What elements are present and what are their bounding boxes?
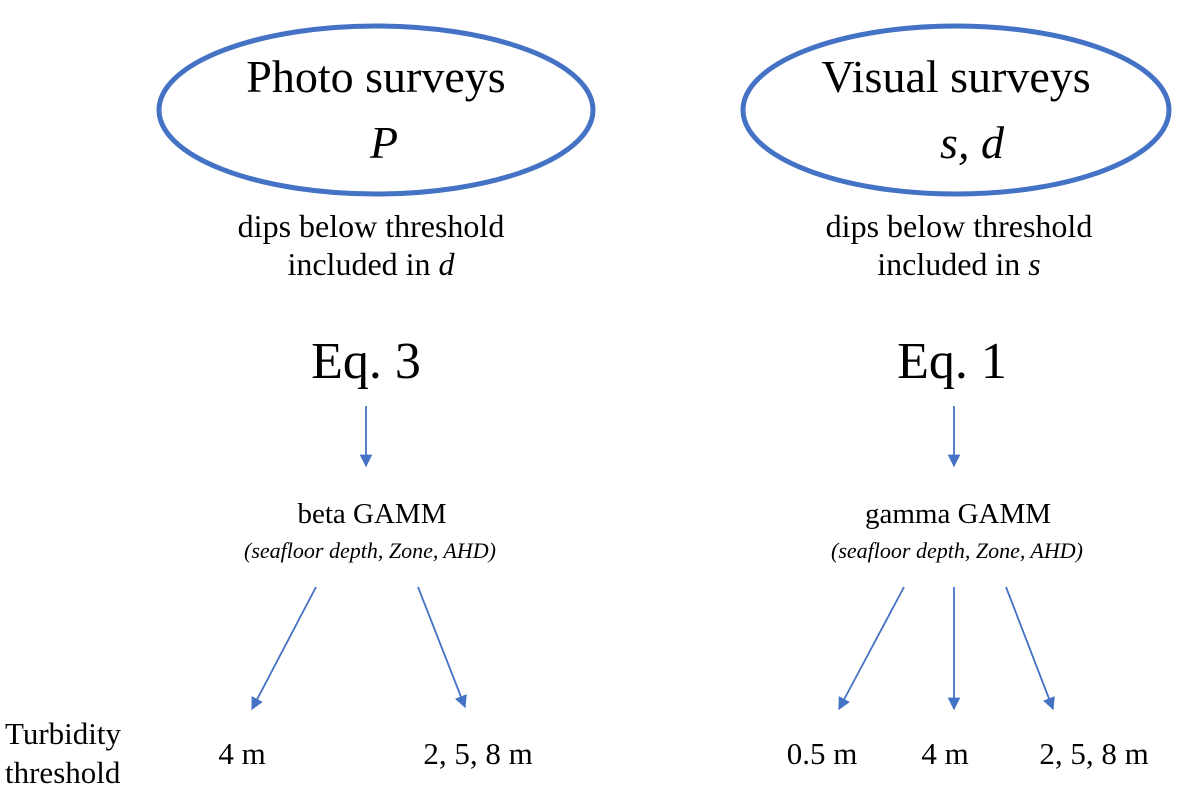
photo-desc: dips below threshold included in d <box>238 207 505 284</box>
photo-desc-line1: dips below threshold <box>237 208 505 244</box>
photo-surveys-variable: P <box>369 117 399 168</box>
visual-desc-line2: included in s <box>826 245 1093 283</box>
visual-threshold-2-5-8m: 2, 5, 8 m <box>1039 736 1149 771</box>
photo-desc-variable: d <box>438 246 455 283</box>
photo-surveys-ellipse <box>156 23 596 197</box>
visual-threshold-0-5m: 0.5 m <box>786 736 858 771</box>
visual-surveys-ellipse <box>740 23 1172 197</box>
photo-model-covariates: (seafloor depth, Zone, AHD) <box>244 538 496 563</box>
visual-desc-line1: dips below threshold <box>825 208 1093 244</box>
photo-model-name: beta GAMM <box>297 498 447 530</box>
visual-model-covariates: (seafloor depth, Zone, AHD) <box>831 538 1083 563</box>
visual-desc-prefix: included in <box>877 246 1029 283</box>
visual-surveys-variable: s, d <box>940 117 1004 168</box>
photo-model-to-4m-arrow <box>251 586 317 711</box>
photo-desc-line2: included in d <box>238 245 505 283</box>
photo-desc-prefix: included in <box>287 246 439 283</box>
visual-model-name: gamma GAMM <box>864 498 1052 530</box>
visual-surveys-title: Visual surveys <box>821 51 1091 102</box>
photo-surveys-title: Photo surveys <box>246 51 506 102</box>
photo-equation: Eq. 3 <box>311 333 421 390</box>
turbidity-threshold-label: Turbidity threshold <box>5 715 121 793</box>
visual-model-to-258m-arrow <box>1005 586 1055 711</box>
visual-desc-variable: s <box>1028 246 1041 283</box>
visual-equation: Eq. 1 <box>897 333 1007 390</box>
visual-desc: dips below threshold included in s <box>826 207 1093 284</box>
visual-model-to-05m-arrow <box>838 586 905 711</box>
photo-model-to-258m-arrow <box>417 586 467 709</box>
photo-threshold-4m: 4 m <box>218 736 266 771</box>
photo-threshold-2-5-8m: 2, 5, 8 m <box>423 736 533 771</box>
visual-threshold-4m: 4 m <box>921 736 969 771</box>
turbidity-label-line1: Turbidity <box>5 716 122 751</box>
turbidity-label-line2: threshold <box>5 754 121 790</box>
